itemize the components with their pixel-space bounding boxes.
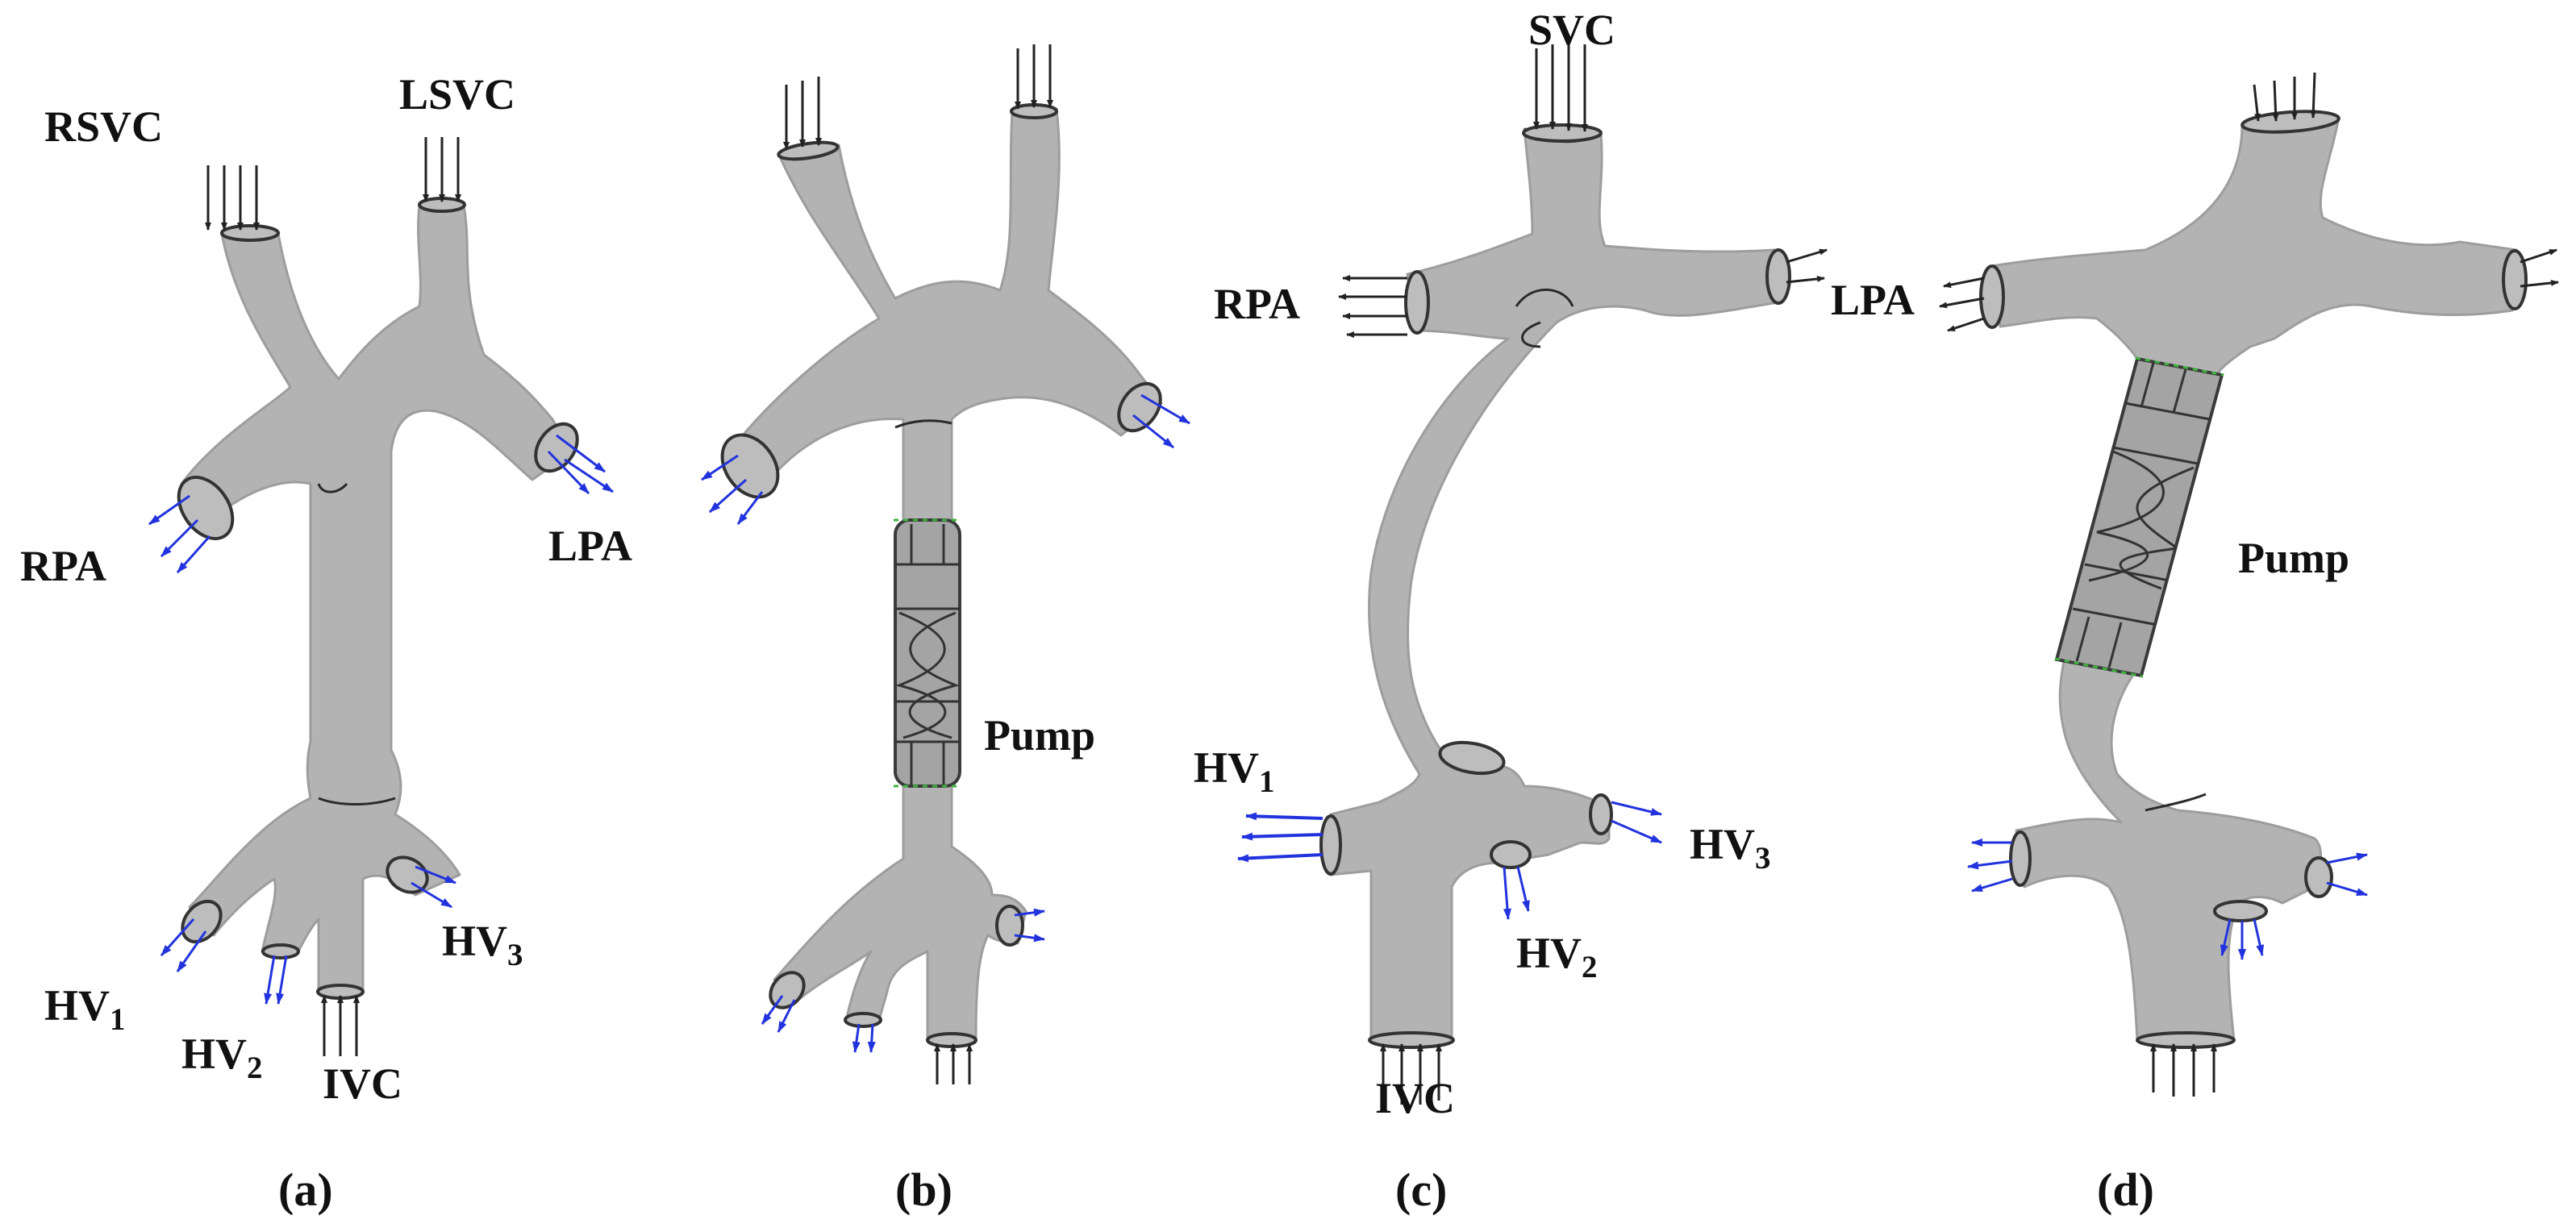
vessel-model-d	[1979, 110, 2528, 1049]
flow-arrows-d	[1939, 72, 2559, 1097]
label-ivc-c: IVC	[1375, 1074, 1455, 1122]
label-svc: SVC	[1528, 6, 1615, 54]
label-lpa-c: LPA	[1831, 276, 1915, 324]
label-rsvc: RSVC	[44, 102, 163, 151]
label-rpa: RPA	[20, 542, 106, 590]
caption-b: (b)	[895, 1163, 952, 1216]
flow-arrows-b	[701, 44, 1190, 1084]
vessel-model-a	[177, 197, 579, 1000]
label-hv2-c: HV2	[1516, 929, 1597, 984]
label-pump-b: Pump	[984, 711, 1095, 760]
label-ivc: IVC	[323, 1059, 402, 1108]
label-hv2: HV2	[181, 1030, 262, 1085]
label-lsvc: LSVC	[399, 70, 515, 119]
panel-a: RSVC LSVC RPA LPA HV1 HV2 HV3 IVC (a)	[20, 70, 632, 1216]
label-lpa: LPA	[548, 522, 632, 570]
caption-a: (a)	[278, 1163, 333, 1216]
label-rpa-c: RPA	[1214, 280, 1300, 328]
flow-arrows-a	[148, 137, 614, 1056]
pump-b	[894, 518, 961, 788]
flow-arrows-c	[1237, 40, 1828, 1105]
label-pump-d: Pump	[2238, 534, 2349, 582]
caption-c: (c)	[1395, 1163, 1447, 1216]
label-hv3-c: HV3	[1690, 820, 1770, 876]
caption-d: (d)	[2097, 1163, 2154, 1216]
label-hv3: HV3	[442, 917, 523, 972]
panel-b: Pump (b)	[701, 44, 1190, 1216]
label-hv1: HV1	[44, 981, 125, 1037]
panel-c: SVC RPA LPA HV1 HV2 HV3 IVC (c)	[1194, 6, 1915, 1216]
panel-d: Pump (d)	[1939, 72, 2559, 1216]
pump-d	[2054, 356, 2224, 678]
vessel-model-c	[1319, 123, 1791, 1049]
label-hv1-c: HV1	[1194, 743, 1274, 799]
